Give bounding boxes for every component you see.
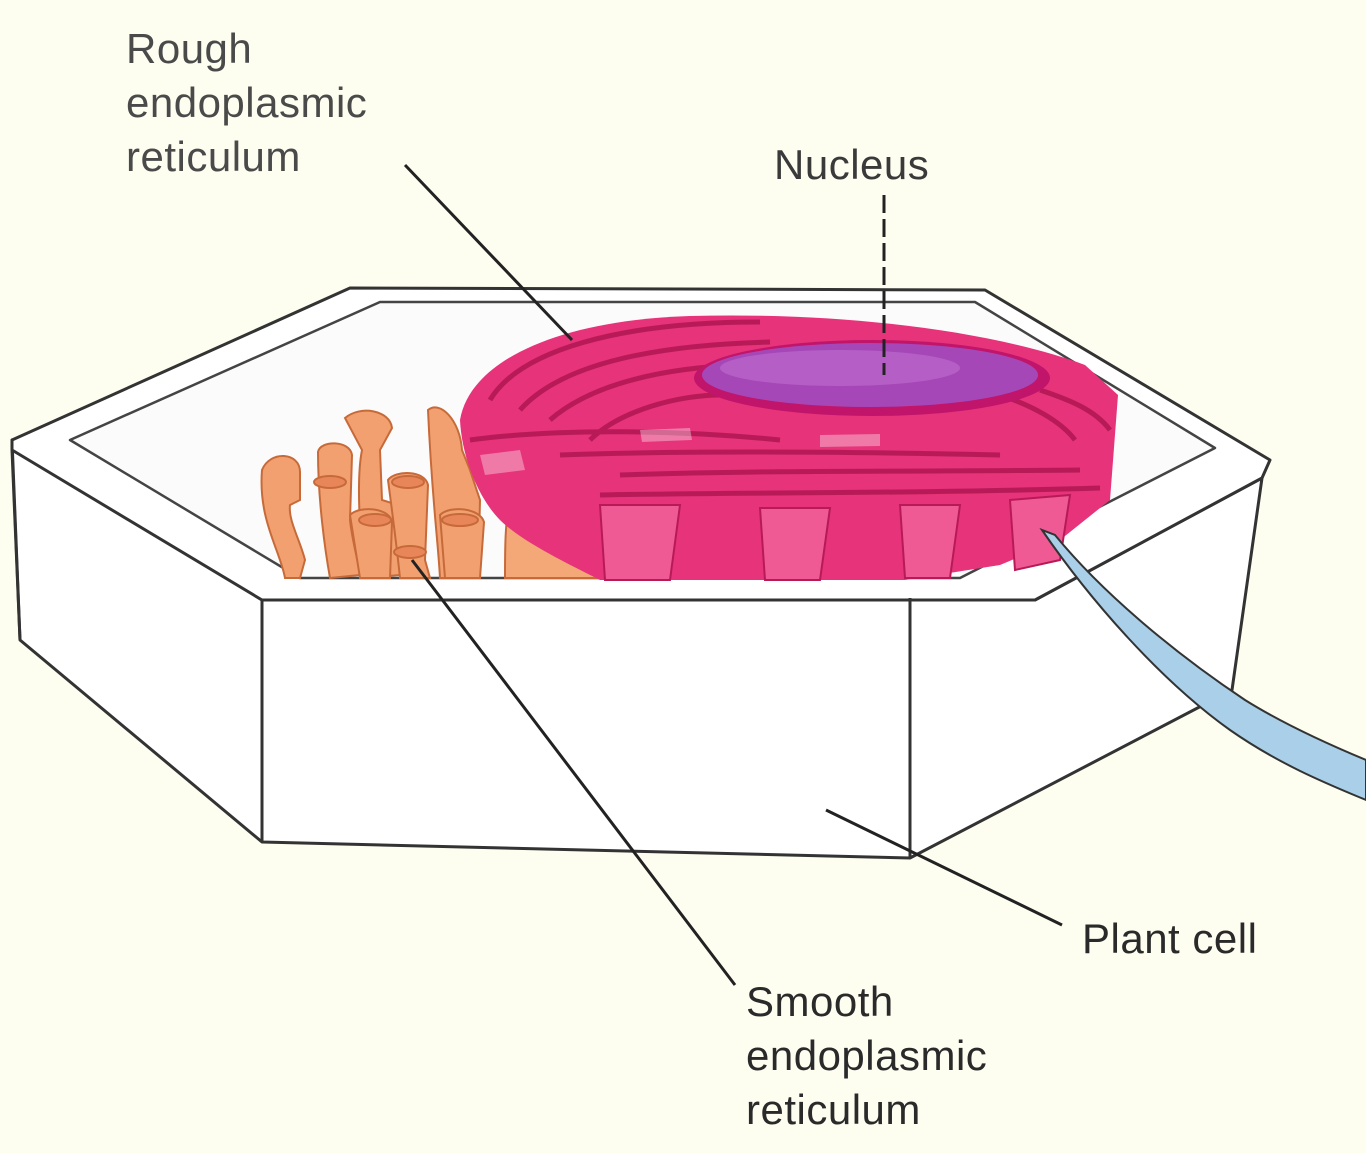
label-smooth-er: Smooth endoplasmic reticulum bbox=[746, 975, 987, 1136]
label-smooth-er-line1: Smooth bbox=[746, 975, 987, 1029]
label-rough-er-line2: endoplasmic bbox=[126, 76, 367, 130]
label-rough-er-line3: reticulum bbox=[126, 130, 367, 184]
label-nucleus: Nucleus bbox=[774, 138, 929, 192]
label-rough-er-line1: Rough bbox=[126, 22, 367, 76]
label-smooth-er-line2: endoplasmic bbox=[746, 1029, 987, 1083]
label-smooth-er-line3: reticulum bbox=[746, 1083, 987, 1137]
label-rough-er: Rough endoplasmic reticulum bbox=[126, 22, 367, 183]
nucleus-body bbox=[694, 340, 1050, 416]
label-plant-cell: Plant cell bbox=[1082, 912, 1257, 966]
